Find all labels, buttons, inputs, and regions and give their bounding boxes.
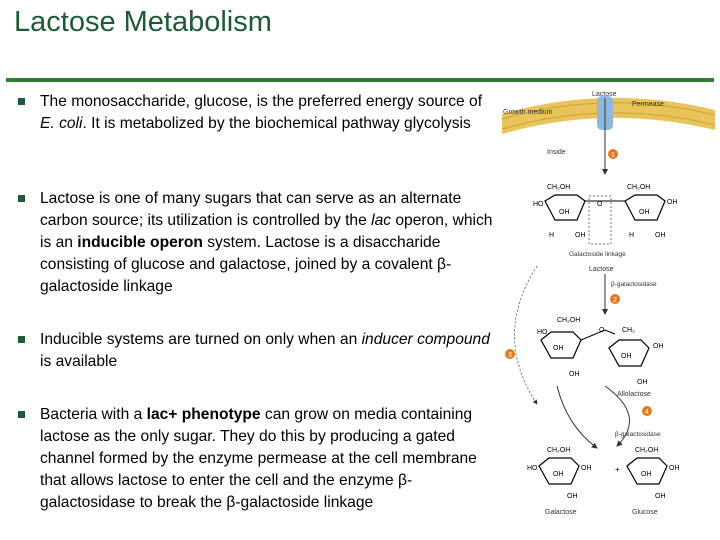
inside-label: Inside <box>547 149 566 156</box>
svg-text:CH₂OH: CH₂OH <box>627 184 650 191</box>
bullet-marker-icon <box>18 98 25 105</box>
svg-text:+: + <box>615 465 620 474</box>
lactose-mid-label: Lactose <box>589 266 614 273</box>
beta-galactosidase-label-2: β-galactosidase <box>615 431 661 438</box>
bullet-text-run: inducer compound <box>361 331 490 348</box>
glucose-label: Glucose <box>632 509 658 516</box>
svg-text:OH: OH <box>569 371 580 378</box>
lactose-top-label: Lactose <box>592 91 617 98</box>
bullet-text: Lactose is one of many sugars that can s… <box>40 190 492 295</box>
svg-text:OH: OH <box>655 493 666 500</box>
svg-text:CH₂OH: CH₂OH <box>547 184 570 191</box>
step-4-badge: 4 <box>642 406 652 416</box>
svg-text:CH₂OH: CH₂OH <box>547 447 570 454</box>
svg-text:OH: OH <box>553 471 564 478</box>
bullet-text-run: lac <box>371 212 392 229</box>
svg-text:OH: OH <box>575 232 586 239</box>
svg-text:OH: OH <box>653 343 664 350</box>
bullet-marker-icon <box>18 336 25 343</box>
bullet-marker-icon <box>18 411 25 418</box>
svg-text:2: 2 <box>613 297 617 304</box>
bullet-text: Bacteria with a lac+ phenotype can grow … <box>40 406 477 511</box>
galactose-glucose-molecules: CH₂OH CH₂OH HO OH OH OH OH + OH OH <box>527 447 680 500</box>
lactose-metabolism-diagram: Lactose Permease Growth medium Inside 1 … <box>501 91 716 516</box>
allolactose-molecule: CH₂OH CH₂ HO OH OH OH OH OH O <box>537 317 664 386</box>
svg-text:OH: OH <box>667 199 678 206</box>
svg-text:O: O <box>599 327 605 334</box>
bullet-item: Inducible systems are turned on only whe… <box>18 329 493 373</box>
svg-text:4: 4 <box>645 409 649 416</box>
bullet-item: Bacteria with a lac+ phenotype can grow … <box>18 404 493 514</box>
bullet-text-run: . It is metabolized by the biochemical p… <box>82 115 471 132</box>
svg-text:OH: OH <box>655 232 666 239</box>
permease-label: Permease <box>632 101 664 108</box>
allolactose-label: Allolactose <box>617 391 651 398</box>
bullet-text-run: Inducible systems are turned on only whe… <box>40 331 362 348</box>
svg-text:OH: OH <box>581 465 592 472</box>
bullet-text-run: Bacteria with a <box>40 406 147 423</box>
svg-text:OH: OH <box>637 379 648 386</box>
bullet-text-run: can grow on media containing lactose as … <box>40 406 477 511</box>
title-divider <box>6 78 714 82</box>
svg-text:3: 3 <box>508 352 512 359</box>
svg-text:1: 1 <box>611 152 615 159</box>
svg-text:OH: OH <box>559 209 570 216</box>
beta-galactosidase-label-1: β-galactosidase <box>611 281 657 288</box>
bullet-item: Lactose is one of many sugars that can s… <box>18 188 493 298</box>
svg-text:CH₂OH: CH₂OH <box>635 447 658 454</box>
bullet-text-run: operon, which is an <box>40 212 493 251</box>
svg-text:OH: OH <box>641 471 652 478</box>
bullet-item: The monosaccharide, glucose, is the pref… <box>18 91 493 135</box>
svg-text:H: H <box>629 232 634 239</box>
bullet-text-run: is available <box>40 353 118 370</box>
svg-text:HO: HO <box>537 329 548 336</box>
lactose-molecule: CH₂OH CH₂OH HO OH O OH OH OH OH H H <box>533 184 678 239</box>
bullet-text-run: lac+ phenotype <box>146 406 261 423</box>
step-3-badge: 3 <box>505 349 515 359</box>
bullet-text: Inducible systems are turned on only whe… <box>40 331 490 370</box>
growth-medium-label: Growth medium <box>503 109 553 116</box>
svg-text:OH: OH <box>669 465 680 472</box>
bullet-text-run: Lactose is one of many sugars that can s… <box>40 190 462 229</box>
bullet-text: The monosaccharide, glucose, is the pref… <box>40 93 482 132</box>
svg-text:O: O <box>597 201 603 208</box>
bullet-text-run: inducible operon <box>77 234 203 251</box>
slide-title: Lactose Metabolism <box>14 6 272 38</box>
bullet-text-run: system. Lactose is a disaccharide consis… <box>40 234 452 295</box>
svg-text:CH₂OH: CH₂OH <box>557 317 580 324</box>
svg-text:OH: OH <box>553 345 564 352</box>
svg-text:H: H <box>549 232 554 239</box>
svg-text:OH: OH <box>621 353 632 360</box>
svg-text:OH: OH <box>639 209 650 216</box>
bullet-text-run: The monosaccharide, glucose, is the pref… <box>40 93 483 110</box>
svg-text:HO: HO <box>533 201 544 208</box>
step-2-badge: 2 <box>610 294 620 304</box>
galactose-label: Galactose <box>545 509 577 516</box>
galactoside-linkage-label: Galactoside linkage <box>569 251 626 258</box>
bullet-marker-icon <box>18 195 25 202</box>
svg-text:CH₂: CH₂ <box>622 327 635 334</box>
step-1-badge: 1 <box>608 149 618 159</box>
svg-text:HO: HO <box>527 465 538 472</box>
bullet-text-run: E. coli <box>40 115 83 132</box>
svg-text:OH: OH <box>567 493 578 500</box>
